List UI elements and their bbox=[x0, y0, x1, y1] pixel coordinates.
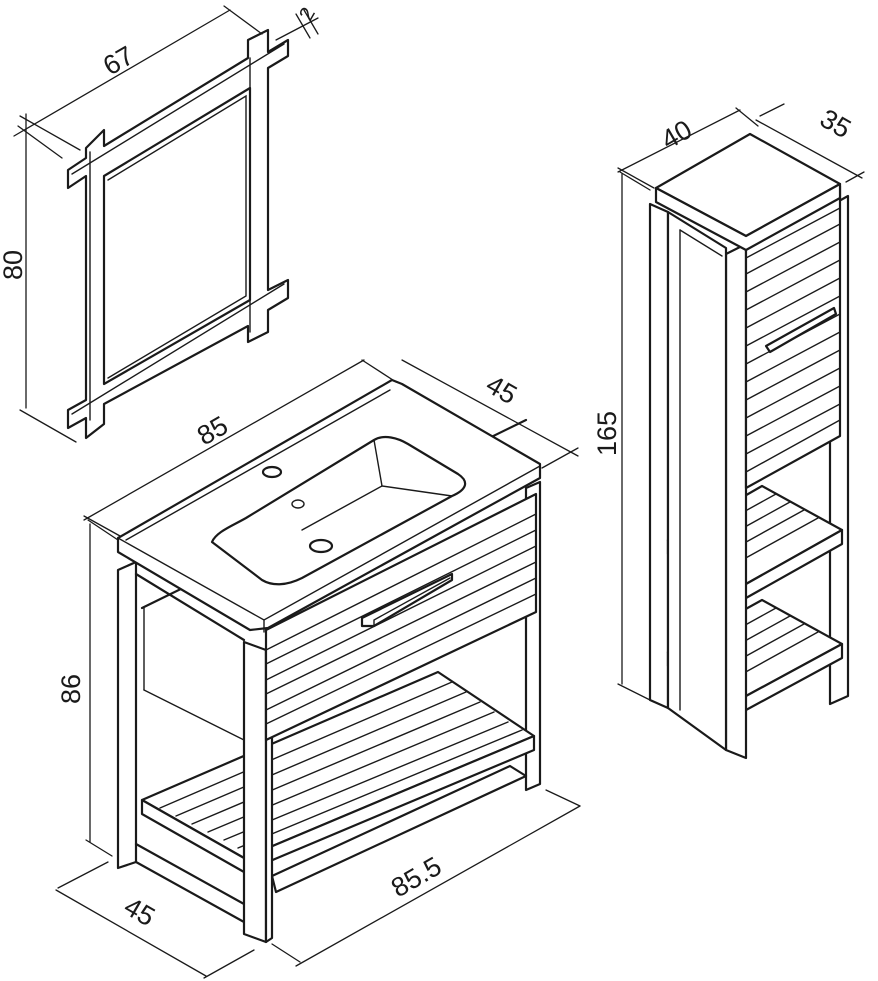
vanity-dimension-lines bbox=[55, 359, 581, 979]
vanity-depth-label: 45 bbox=[481, 369, 522, 410]
column-top bbox=[654, 132, 842, 252]
vanity-height-label: 86 bbox=[56, 674, 86, 704]
mirror-dimension-lines bbox=[13, 5, 319, 443]
vanity-drawing bbox=[116, 378, 542, 944]
mirror-drawing bbox=[66, 28, 290, 440]
vanity-drawer-front bbox=[264, 492, 538, 742]
vanity-basin bbox=[116, 378, 542, 633]
column-height-label: 165 bbox=[592, 411, 622, 456]
vanity-shelf bbox=[140, 670, 536, 894]
mirror-height-label: 80 bbox=[0, 250, 28, 280]
vanity-base-width-label: 85.5 bbox=[386, 851, 447, 903]
column-depth-label: 35 bbox=[815, 103, 856, 144]
vanity-base-depth-label: 45 bbox=[119, 891, 160, 932]
mirror-depth-label: 2 bbox=[295, 4, 320, 25]
vanity-width-label: 85 bbox=[192, 410, 233, 451]
column-dimension-lines bbox=[617, 103, 865, 703]
mirror-width-label: 67 bbox=[98, 40, 139, 81]
column-cabinet-drawing bbox=[648, 132, 850, 760]
